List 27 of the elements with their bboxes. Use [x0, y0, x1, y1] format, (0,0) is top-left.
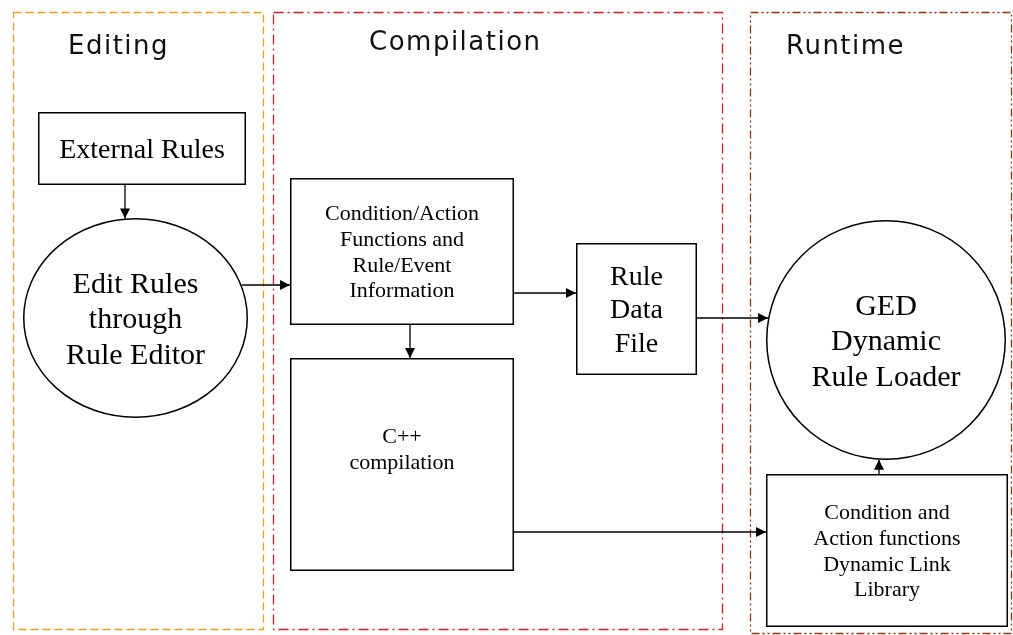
process-box: [290, 358, 514, 571]
node-label: C++ compilation: [348, 422, 456, 475]
stage-title: Runtime: [786, 30, 906, 60]
stage-panel: [750, 12, 1012, 634]
stage-title: Compilation: [369, 26, 542, 56]
stage-panel: [13, 12, 264, 630]
node-label: External Rules: [59, 132, 225, 165]
node-label: Condition/Action Functions and Rule/Event Information: [324, 199, 480, 304]
node-label: Rule Data File: [609, 259, 664, 359]
process-ellipse: [23, 218, 248, 418]
node-label: GED Dynamic Rule Loader: [810, 286, 962, 394]
node-label: Edit Rules through Rule Editor: [64, 264, 207, 372]
arrow: [405, 324, 415, 359]
process-box: [38, 112, 246, 185]
process-ellipse: [766, 220, 1006, 460]
arrow: [120, 184, 130, 220]
arrow: [241, 280, 291, 290]
node-label: Condition and Action functions Dynamic Link Library: [812, 498, 962, 603]
process-box: [290, 178, 514, 325]
arrow: [874, 459, 884, 475]
process-box: [766, 474, 1008, 627]
arrow: [696, 313, 769, 323]
process-box: [576, 243, 697, 375]
arrow: [513, 288, 577, 298]
arrow: [513, 527, 767, 537]
stage-panel: [273, 12, 723, 630]
stage-title: Editing: [68, 30, 170, 60]
